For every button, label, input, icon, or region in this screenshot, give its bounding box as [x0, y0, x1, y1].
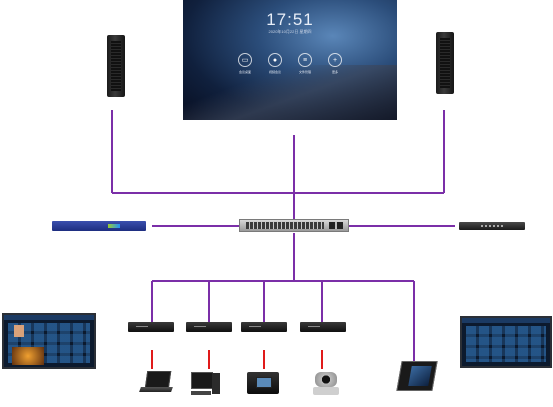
pc-keyboard: [191, 391, 211, 395]
camera-base: [313, 387, 339, 395]
desktop-computer-icon: [191, 372, 221, 396]
right-control-panel: [460, 316, 552, 368]
network-switch: [239, 219, 349, 232]
wallpaper-mountain: [183, 65, 397, 120]
rack-indicator-lights: [481, 225, 505, 227]
rack-logo-icon: [108, 224, 120, 228]
panel-topbar: [462, 318, 550, 323]
encoder-box-4: [300, 322, 346, 332]
ptz-camera-icon: [313, 372, 339, 396]
display-app-labels: 会议桌面 视频会议 文件管理 更多: [230, 70, 350, 74]
laptop-icon: [139, 371, 174, 395]
panel-video-thumbnail: [14, 325, 24, 337]
app-label-file-management: 文件管理: [298, 70, 311, 74]
upper-network-lines: [111, 110, 455, 361]
encoder-box-3: [241, 322, 287, 332]
encoder-box-2: [186, 322, 232, 332]
display-clock: 17:51: [266, 10, 314, 29]
switch-uplink-ports: [329, 222, 343, 229]
conference-terminal-icon: [247, 372, 279, 394]
plus-icon: +: [328, 53, 342, 67]
tablet-icon: [396, 361, 438, 391]
left-speaker: [107, 35, 125, 97]
laptop-base: [139, 387, 173, 392]
switch-ports: [246, 222, 324, 229]
encoder-box-1: [128, 322, 174, 332]
screen-icon: ▭: [238, 53, 252, 67]
left-control-panel: [2, 313, 96, 369]
pc-monitor: [191, 372, 213, 389]
panel-tiles: [466, 326, 546, 362]
right-rack-unit: [459, 222, 525, 230]
left-rack-unit: [52, 221, 146, 231]
main-display-screen: 17:51 2020年10月22日 星期四 ▭ ● ≡ + 会议桌面 视频会议 …: [183, 0, 397, 120]
display-date: 2020年10月22日 星期四: [268, 29, 312, 34]
app-label-video-conference: 视频会议: [268, 70, 281, 74]
app-label-meeting-desktop: 会议桌面: [238, 70, 251, 74]
camera-head: [315, 372, 337, 387]
app-label-more: 更多: [331, 70, 338, 74]
panel-topbar: [4, 315, 94, 320]
user-icon: ●: [268, 53, 282, 67]
display-app-icons: ▭ ● ≡ +: [238, 53, 342, 71]
panel-live-image: [12, 347, 44, 365]
right-speaker: [436, 32, 454, 94]
device-links: [151, 350, 323, 369]
document-icon: ≡: [298, 53, 312, 67]
pc-tower: [212, 373, 220, 394]
